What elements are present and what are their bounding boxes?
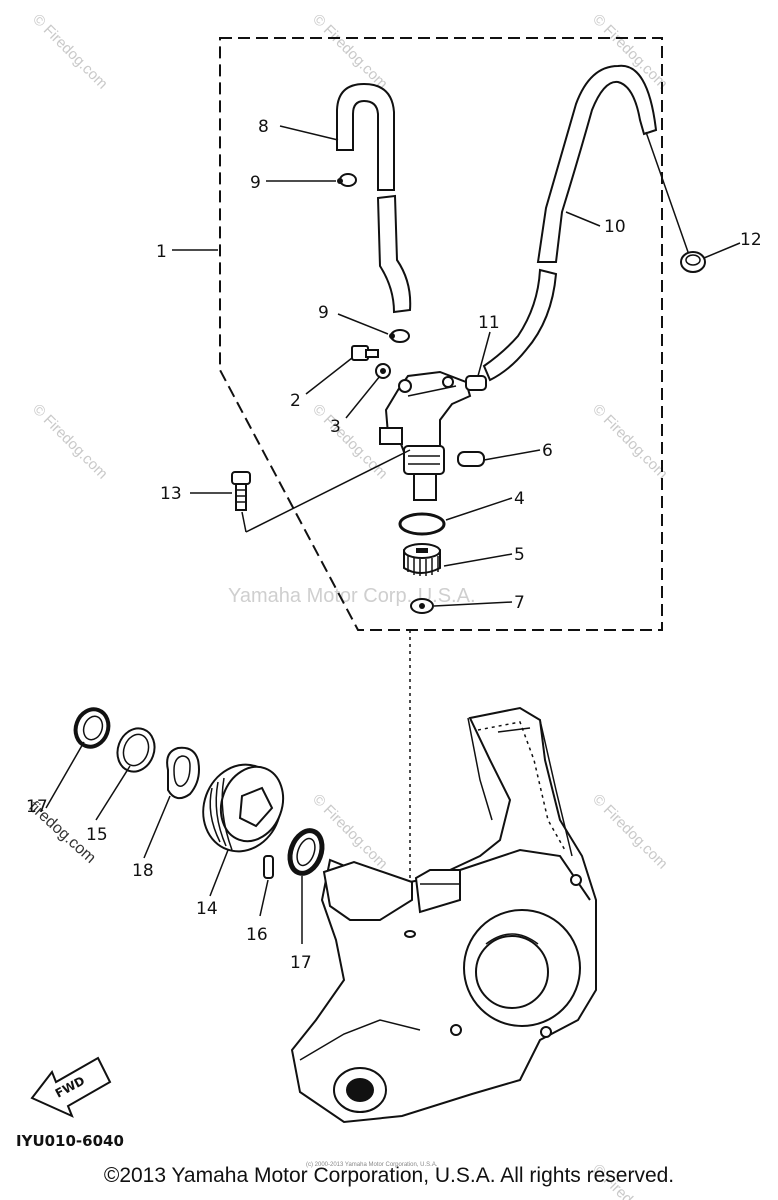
fwd-arrow-icon: FWD bbox=[30, 1056, 112, 1118]
callout-6: 6 bbox=[542, 441, 553, 461]
callout-13: 13 bbox=[160, 484, 182, 504]
hose-8-lower bbox=[376, 194, 412, 314]
washer-15 bbox=[116, 727, 156, 773]
pulley-14 bbox=[202, 763, 285, 853]
crankcase-cover bbox=[290, 706, 597, 1124]
hose-8 bbox=[336, 82, 395, 191]
case-screw-hole bbox=[404, 930, 416, 938]
callout-1: 1 bbox=[156, 242, 167, 262]
callout-7: 7 bbox=[514, 593, 525, 613]
callout-11: 11 bbox=[478, 313, 500, 333]
o-ring-4 bbox=[398, 512, 446, 536]
leader-lines bbox=[45, 125, 741, 944]
watermark: © Firedog.com bbox=[29, 11, 111, 93]
callout-17-left: 17 bbox=[26, 797, 48, 817]
callout-3: 3 bbox=[330, 417, 341, 437]
gasket-18 bbox=[166, 746, 200, 800]
callout-9-lower: 9 bbox=[318, 303, 329, 323]
pin-6 bbox=[457, 451, 485, 467]
fitting-11 bbox=[465, 375, 487, 391]
watermark: © Firedog.com bbox=[309, 11, 391, 93]
diagram-code: IYU010-6040 bbox=[16, 1132, 124, 1150]
callout-2: 2 bbox=[290, 391, 301, 411]
pin-16 bbox=[263, 855, 274, 879]
watermark: © Firedog.com bbox=[589, 791, 671, 873]
callout-12: 12 bbox=[740, 230, 762, 250]
leader-13-screw bbox=[241, 511, 247, 533]
callout-15: 15 bbox=[86, 825, 108, 845]
oil-pump-body bbox=[379, 370, 472, 501]
callout-8: 8 bbox=[258, 117, 269, 137]
oil-seal-17-left bbox=[73, 707, 111, 749]
callout-18: 18 bbox=[132, 861, 154, 881]
cap-12 bbox=[680, 251, 706, 273]
hose-10-lower bbox=[482, 268, 558, 382]
washer-3 bbox=[375, 363, 391, 379]
oil-seal-17-right bbox=[287, 828, 325, 876]
fine-print: (c) 2000-2013 Yamaha Motor Corporation, … bbox=[306, 1162, 438, 1168]
screw-13 bbox=[231, 471, 251, 511]
callout-5: 5 bbox=[514, 545, 525, 565]
hose-10 bbox=[536, 64, 658, 263]
assembly-boundary bbox=[219, 37, 663, 631]
bolt-2 bbox=[351, 345, 379, 361]
callout-16: 16 bbox=[246, 925, 268, 945]
callout-14: 14 bbox=[196, 899, 218, 919]
gear-5 bbox=[403, 543, 441, 576]
watermark: © Firedog.com bbox=[29, 401, 111, 483]
callout-group: 1 8 9 9 10 12 11 2 3 6 13 4 5 7 17 15 18… bbox=[26, 117, 762, 973]
callout-4: 4 bbox=[514, 489, 525, 509]
clip-9-upper bbox=[337, 173, 357, 187]
clip-7 bbox=[410, 598, 434, 614]
callout-17-right: 17 bbox=[290, 953, 312, 973]
copyright-notice: ©2013 Yamaha Motor Corporation, U.S.A. A… bbox=[103, 1164, 675, 1187]
leader-13-pump bbox=[245, 449, 411, 533]
watermark-center: Yamaha Motor Corp. U.S.A. bbox=[228, 585, 476, 607]
callout-9-upper: 9 bbox=[250, 173, 261, 193]
clip-9-lower bbox=[389, 329, 410, 343]
callout-10: 10 bbox=[604, 217, 626, 237]
watermark: © Firedog.com bbox=[589, 401, 671, 483]
